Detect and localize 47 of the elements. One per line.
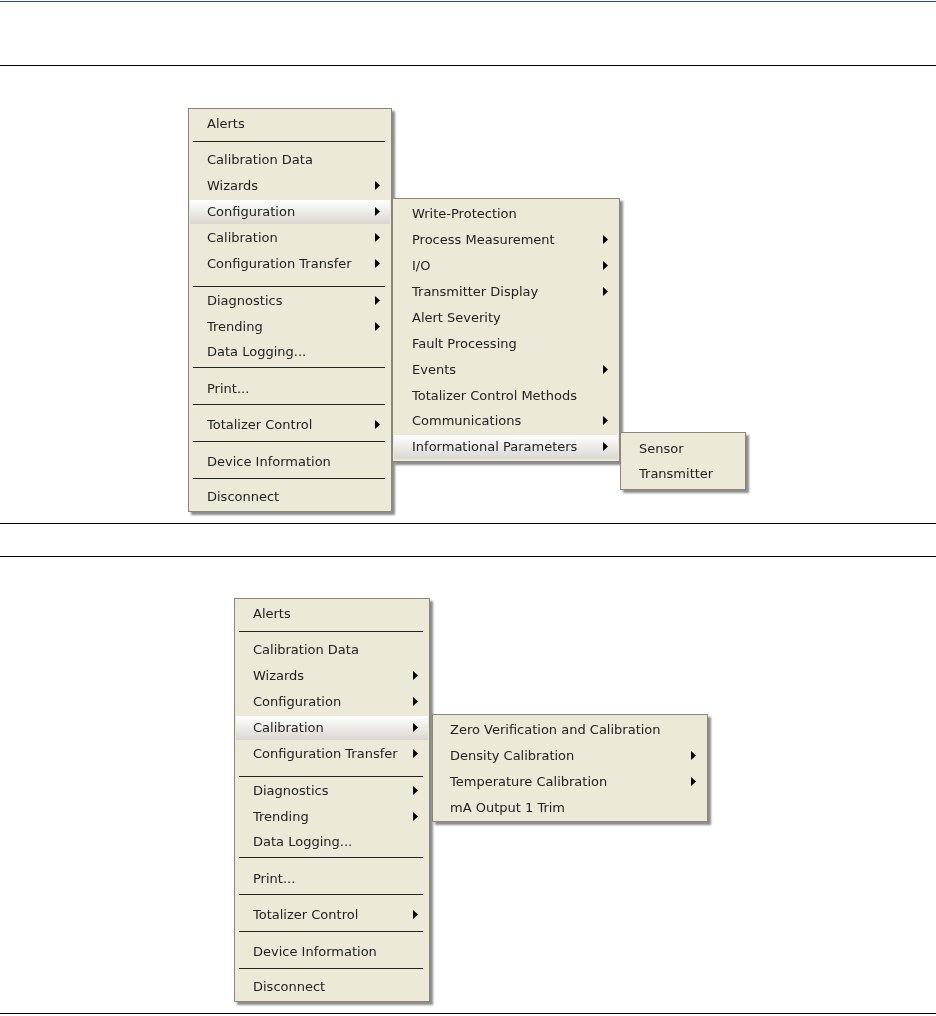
menu-item: Disconnect — [236, 975, 428, 999]
menu-item: Device Information — [236, 940, 428, 964]
menu-item: Density Calibration — [434, 744, 706, 768]
menu-item: Print... — [236, 867, 428, 891]
menu-item: Calibration Data — [190, 148, 390, 172]
menu-item: Trending — [190, 315, 390, 339]
menu-item: Process Measurement — [394, 228, 618, 252]
menu-item: Data Logging... — [236, 830, 428, 854]
menu-item: Transmitter — [622, 462, 744, 486]
submenu-panel — [620, 432, 746, 490]
menu-item: Totalizer Control Methods — [394, 384, 618, 408]
menu-item: Write-Protection — [394, 202, 618, 226]
menu-item: Disconnect — [190, 485, 390, 509]
menu-item: Temperature Calibration — [434, 770, 706, 794]
menu-item: Wizards — [236, 664, 428, 688]
highlighted-menu-item: Configuration — [190, 200, 390, 224]
menu-item: Trending — [236, 805, 428, 829]
menu-item: Diagnostics — [236, 779, 428, 803]
menu-item: I/O — [394, 254, 618, 278]
menu-item: Transmitter Display — [394, 280, 618, 304]
menu-item: Device Information — [190, 450, 390, 474]
menu-item: Configuration — [236, 690, 428, 714]
menu-item: Zero Verification and Calibration — [434, 718, 706, 742]
menu-item: Print... — [190, 377, 390, 401]
submenu-panel — [392, 198, 620, 462]
submenu-panel — [432, 714, 708, 822]
menu-item: Fault Processing — [394, 332, 618, 356]
highlighted-menu-item: Informational Parameters — [394, 435, 618, 459]
menu-item: Data Logging... — [190, 340, 390, 364]
menu-item: Sensor — [622, 437, 744, 461]
menu-item: Wizards — [190, 174, 390, 198]
menu-item: Totalizer Control — [236, 903, 428, 927]
menu-item: Totalizer Control — [190, 413, 390, 437]
highlighted-menu-item: Calibration — [236, 716, 428, 740]
context-menu-panel — [188, 108, 392, 512]
menu-item: Configuration Transfer — [236, 742, 428, 766]
menu-item: Diagnostics — [190, 289, 390, 313]
menu-item: Configuration Transfer — [190, 252, 390, 276]
menu-item: Calibration — [190, 226, 390, 250]
menu-item: Alerts — [236, 602, 428, 626]
menu-item: Communications — [394, 409, 618, 433]
menu-item: Events — [394, 358, 618, 382]
menu-item: Alerts — [190, 112, 390, 136]
menu-item: Calibration Data — [236, 638, 428, 662]
menu-item: Alert Severity — [394, 306, 618, 330]
context-menu-panel — [234, 598, 430, 1002]
menu-item: mA Output 1 Trim — [434, 796, 706, 820]
